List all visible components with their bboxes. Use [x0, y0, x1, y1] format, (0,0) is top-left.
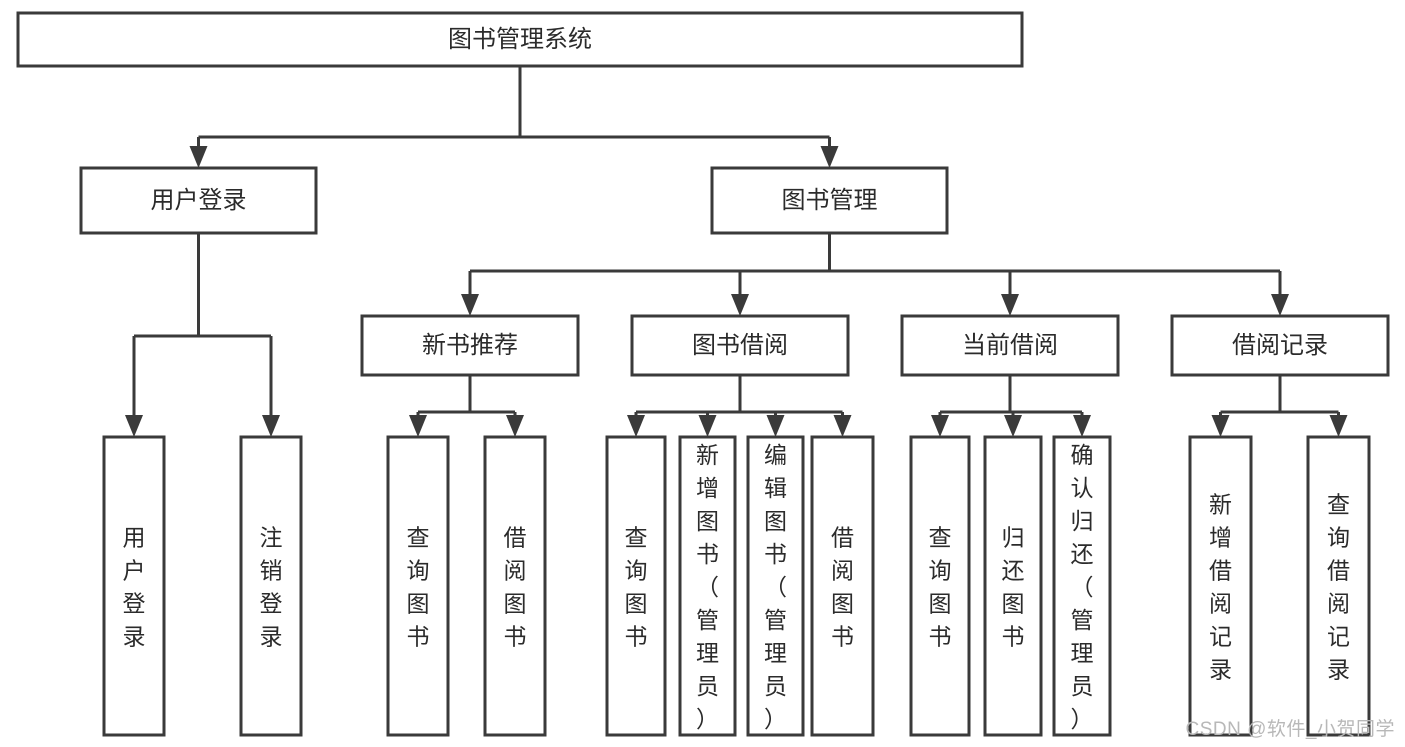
node-box — [1306, 435, 1371, 737]
edge-arrow-icon — [931, 415, 949, 437]
node-leaf-borrow-book-1[interactable]: 借阅图书 — [483, 435, 547, 737]
edge-arrow-icon — [1001, 294, 1019, 316]
edge-arrow-icon — [766, 415, 785, 437]
node-leaf-user-logout[interactable]: 注销登录 — [239, 435, 303, 737]
node-box — [1052, 435, 1112, 737]
edge-arrow-icon — [820, 146, 839, 168]
edge-arrow-icon — [262, 415, 280, 437]
node-leaf-return-book[interactable]: 归还图书 — [983, 435, 1043, 737]
node-box — [1170, 314, 1390, 377]
node-current-borrow[interactable]: 当前借阅 — [900, 314, 1120, 377]
node-label: 归还图书 — [1002, 525, 1025, 650]
edge-arrow-icon — [1271, 294, 1289, 316]
node-label: 图书借阅 — [692, 332, 788, 359]
node-label: 查询图书 — [407, 525, 430, 650]
node-label: 新增图书（管理员） — [696, 442, 719, 732]
node-new-book-rec[interactable]: 新书推荐 — [360, 314, 580, 377]
node-label: 图书管理 — [782, 187, 878, 214]
node-label: 借阅图书 — [504, 525, 527, 650]
edge-arrow-icon — [409, 415, 427, 437]
node-box — [983, 435, 1043, 737]
nodes-layer: 图书管理系统用户登录图书管理新书推荐图书借阅当前借阅借阅记录用户登录注销登录查询… — [16, 11, 1390, 737]
node-label: 新书推荐 — [422, 332, 518, 359]
edge-arrow-icon — [506, 415, 524, 437]
node-box — [710, 166, 949, 235]
node-label: 借阅图书 — [831, 525, 854, 650]
node-label: 用户登录 — [123, 525, 146, 650]
node-leaf-confirm-return-admin[interactable]: 确认归还（管理员） — [1052, 435, 1112, 737]
node-leaf-add-book-admin[interactable]: 新增图书（管理员） — [678, 435, 737, 737]
node-box — [483, 435, 547, 737]
node-box — [909, 435, 971, 737]
node-label: 编辑图书（管理员） — [764, 442, 787, 732]
node-box — [746, 435, 805, 737]
node-book-manage[interactable]: 图书管理 — [710, 166, 949, 235]
watermark-text: CSDN @软件_小贺同学 — [1185, 719, 1395, 740]
edge-arrow-icon — [125, 415, 143, 437]
node-label: 查询图书 — [625, 525, 648, 650]
node-box — [810, 435, 875, 737]
connectors-layer — [125, 66, 1348, 437]
node-label: 确认归还（管理员） — [1071, 442, 1094, 732]
node-leaf-add-borrow-record[interactable]: 新增借阅记录 — [1188, 435, 1253, 737]
node-box — [900, 314, 1120, 377]
node-label: 查询借阅记录 — [1327, 492, 1350, 683]
node-leaf-query-borrow-record[interactable]: 查询借阅记录 — [1306, 435, 1371, 737]
node-box — [79, 166, 318, 235]
node-label: 图书管理系统 — [448, 26, 592, 53]
node-leaf-edit-book-admin[interactable]: 编辑图书（管理员） — [746, 435, 805, 737]
node-leaf-query-book-3[interactable]: 查询图书 — [909, 435, 971, 737]
node-box — [16, 11, 1024, 68]
edge-arrow-icon — [461, 294, 479, 316]
node-leaf-query-book-1[interactable]: 查询图书 — [386, 435, 450, 737]
edge-arrow-icon — [189, 146, 208, 168]
node-box — [605, 435, 667, 737]
node-box — [630, 314, 850, 377]
node-label: 查询图书 — [929, 525, 952, 650]
node-box — [1188, 435, 1253, 737]
node-label: 注销登录 — [260, 525, 283, 650]
edge-arrow-icon — [833, 415, 852, 437]
edge-arrow-icon — [731, 294, 749, 316]
node-box — [386, 435, 450, 737]
edge-arrow-icon — [698, 415, 717, 437]
node-box — [239, 435, 303, 737]
edge-arrow-icon — [1211, 415, 1230, 437]
node-box — [360, 314, 580, 377]
edge-arrow-icon — [1073, 415, 1091, 437]
node-root[interactable]: 图书管理系统 — [16, 11, 1024, 68]
node-label: 当前借阅 — [962, 332, 1058, 359]
node-borrow-record[interactable]: 借阅记录 — [1170, 314, 1390, 377]
node-box — [102, 435, 166, 737]
node-label: 借阅记录 — [1232, 332, 1328, 359]
node-user-login[interactable]: 用户登录 — [79, 166, 318, 235]
node-leaf-user-login[interactable]: 用户登录 — [102, 435, 166, 737]
node-book-borrow[interactable]: 图书借阅 — [630, 314, 850, 377]
edge-arrow-icon — [627, 415, 645, 437]
node-leaf-query-book-2[interactable]: 查询图书 — [605, 435, 667, 737]
node-label: 新增借阅记录 — [1209, 492, 1232, 683]
edge-arrow-icon — [1329, 415, 1348, 437]
node-label: 用户登录 — [151, 187, 247, 214]
node-box — [678, 435, 737, 737]
node-leaf-borrow-book-2[interactable]: 借阅图书 — [810, 435, 875, 737]
edge-arrow-icon — [1004, 415, 1022, 437]
